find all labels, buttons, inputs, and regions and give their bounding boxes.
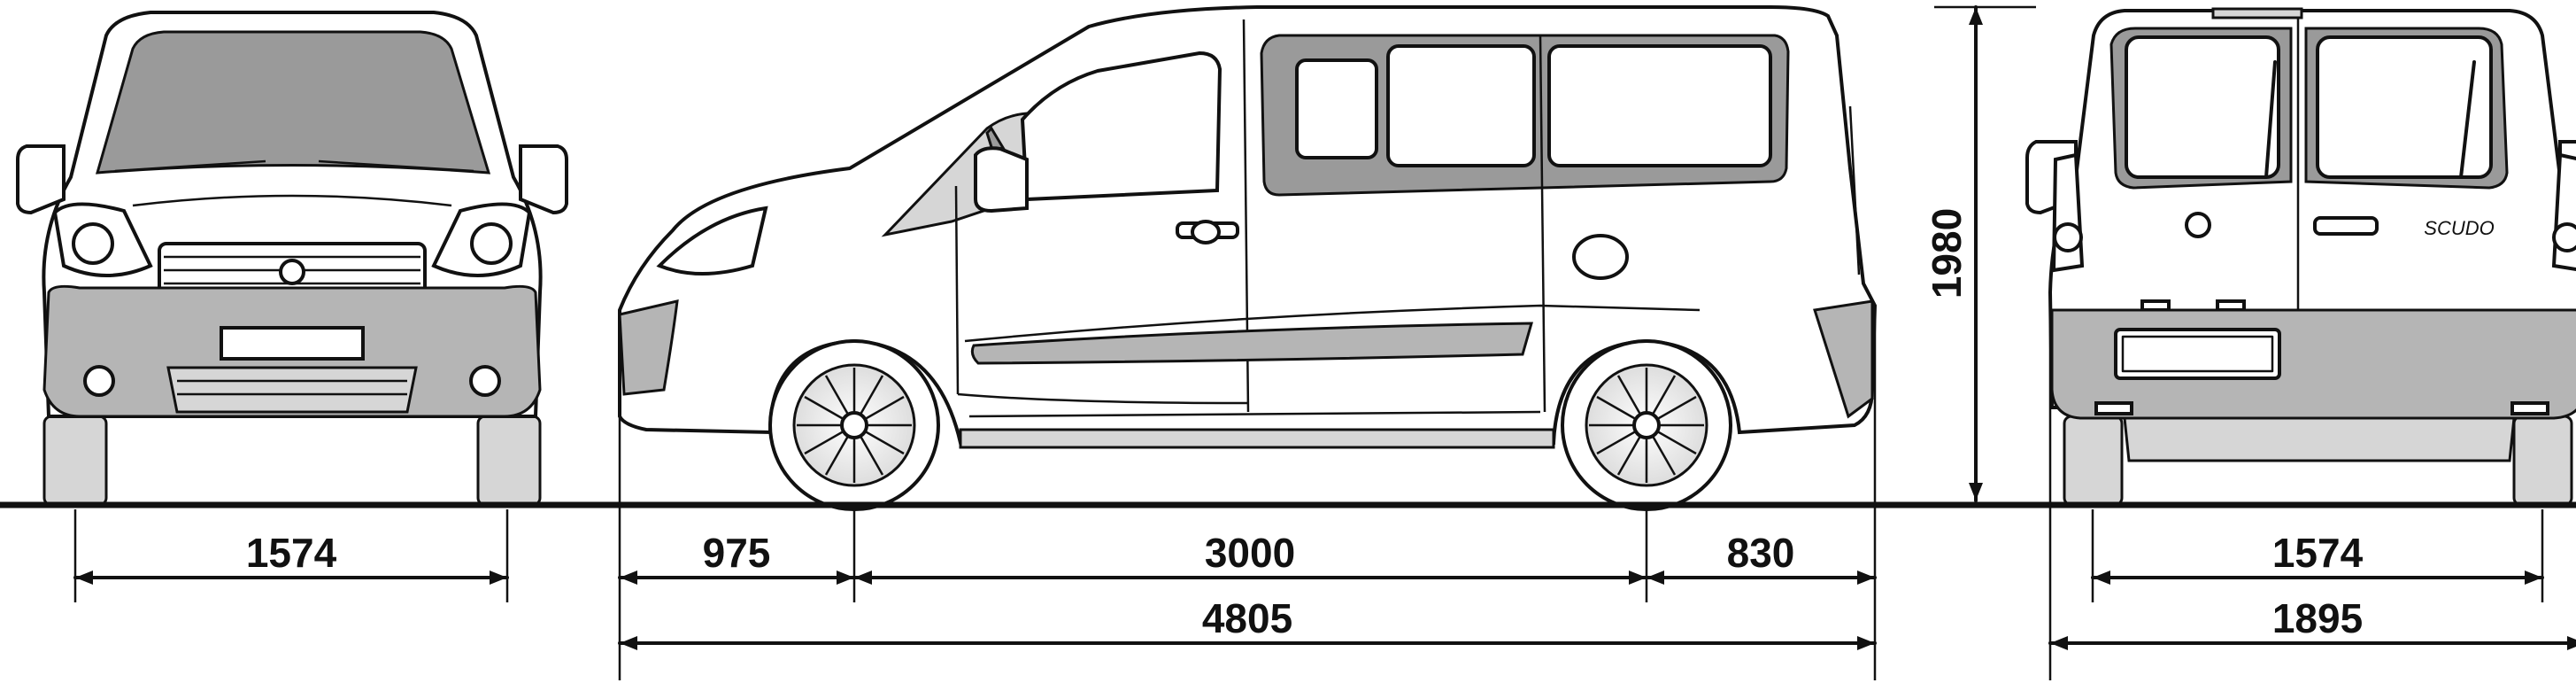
- dim-overall-length: 4805: [1202, 595, 1292, 641]
- side-moulding: [970, 322, 1533, 365]
- dim-wheelbase: 3000: [1205, 530, 1295, 576]
- front-right-mirror: [519, 144, 568, 215]
- rear-left-tyre: [2063, 415, 2124, 507]
- front-view: [16, 11, 568, 507]
- side-fuel-cap: [1572, 234, 1629, 280]
- rear-logo: [2185, 212, 2211, 238]
- side-window-rear-3: [1547, 44, 1772, 167]
- front-left-tyre: [42, 415, 108, 507]
- rear-right-tyre: [2512, 415, 2573, 507]
- front-right-tyre: [476, 415, 542, 507]
- dim-overall-width: 1895: [2272, 595, 2363, 641]
- front-logo: [279, 259, 305, 285]
- side-front-bumper: [618, 299, 679, 396]
- rear-plate: [2114, 328, 2281, 380]
- dim-front-track: 1574: [246, 530, 337, 576]
- side-front-wheel: [768, 339, 940, 511]
- rear-door-handle: [2313, 216, 2379, 236]
- side-window-rear-1: [1295, 58, 1378, 159]
- dim-height: 1980: [1924, 208, 1970, 299]
- dim-rear-overhang: 830: [1727, 530, 1795, 576]
- rear-view: SCUDO: [2025, 7, 2576, 507]
- dim-front-overhang: 975: [703, 530, 771, 576]
- dimension-lines: 1574 975 3000 830 4805 1980 1574 1895: [73, 5, 2576, 680]
- front-windshield: [95, 30, 491, 175]
- side-window-rear-2: [1386, 44, 1536, 167]
- front-left-mirror: [16, 144, 66, 215]
- rear-model-badge: SCUDO: [2424, 217, 2494, 239]
- side-rear-wheel: [1561, 339, 1732, 511]
- side-view: [618, 5, 1878, 511]
- dim-rear-track: 1574: [2272, 530, 2364, 576]
- side-window-cab: [1020, 50, 1222, 202]
